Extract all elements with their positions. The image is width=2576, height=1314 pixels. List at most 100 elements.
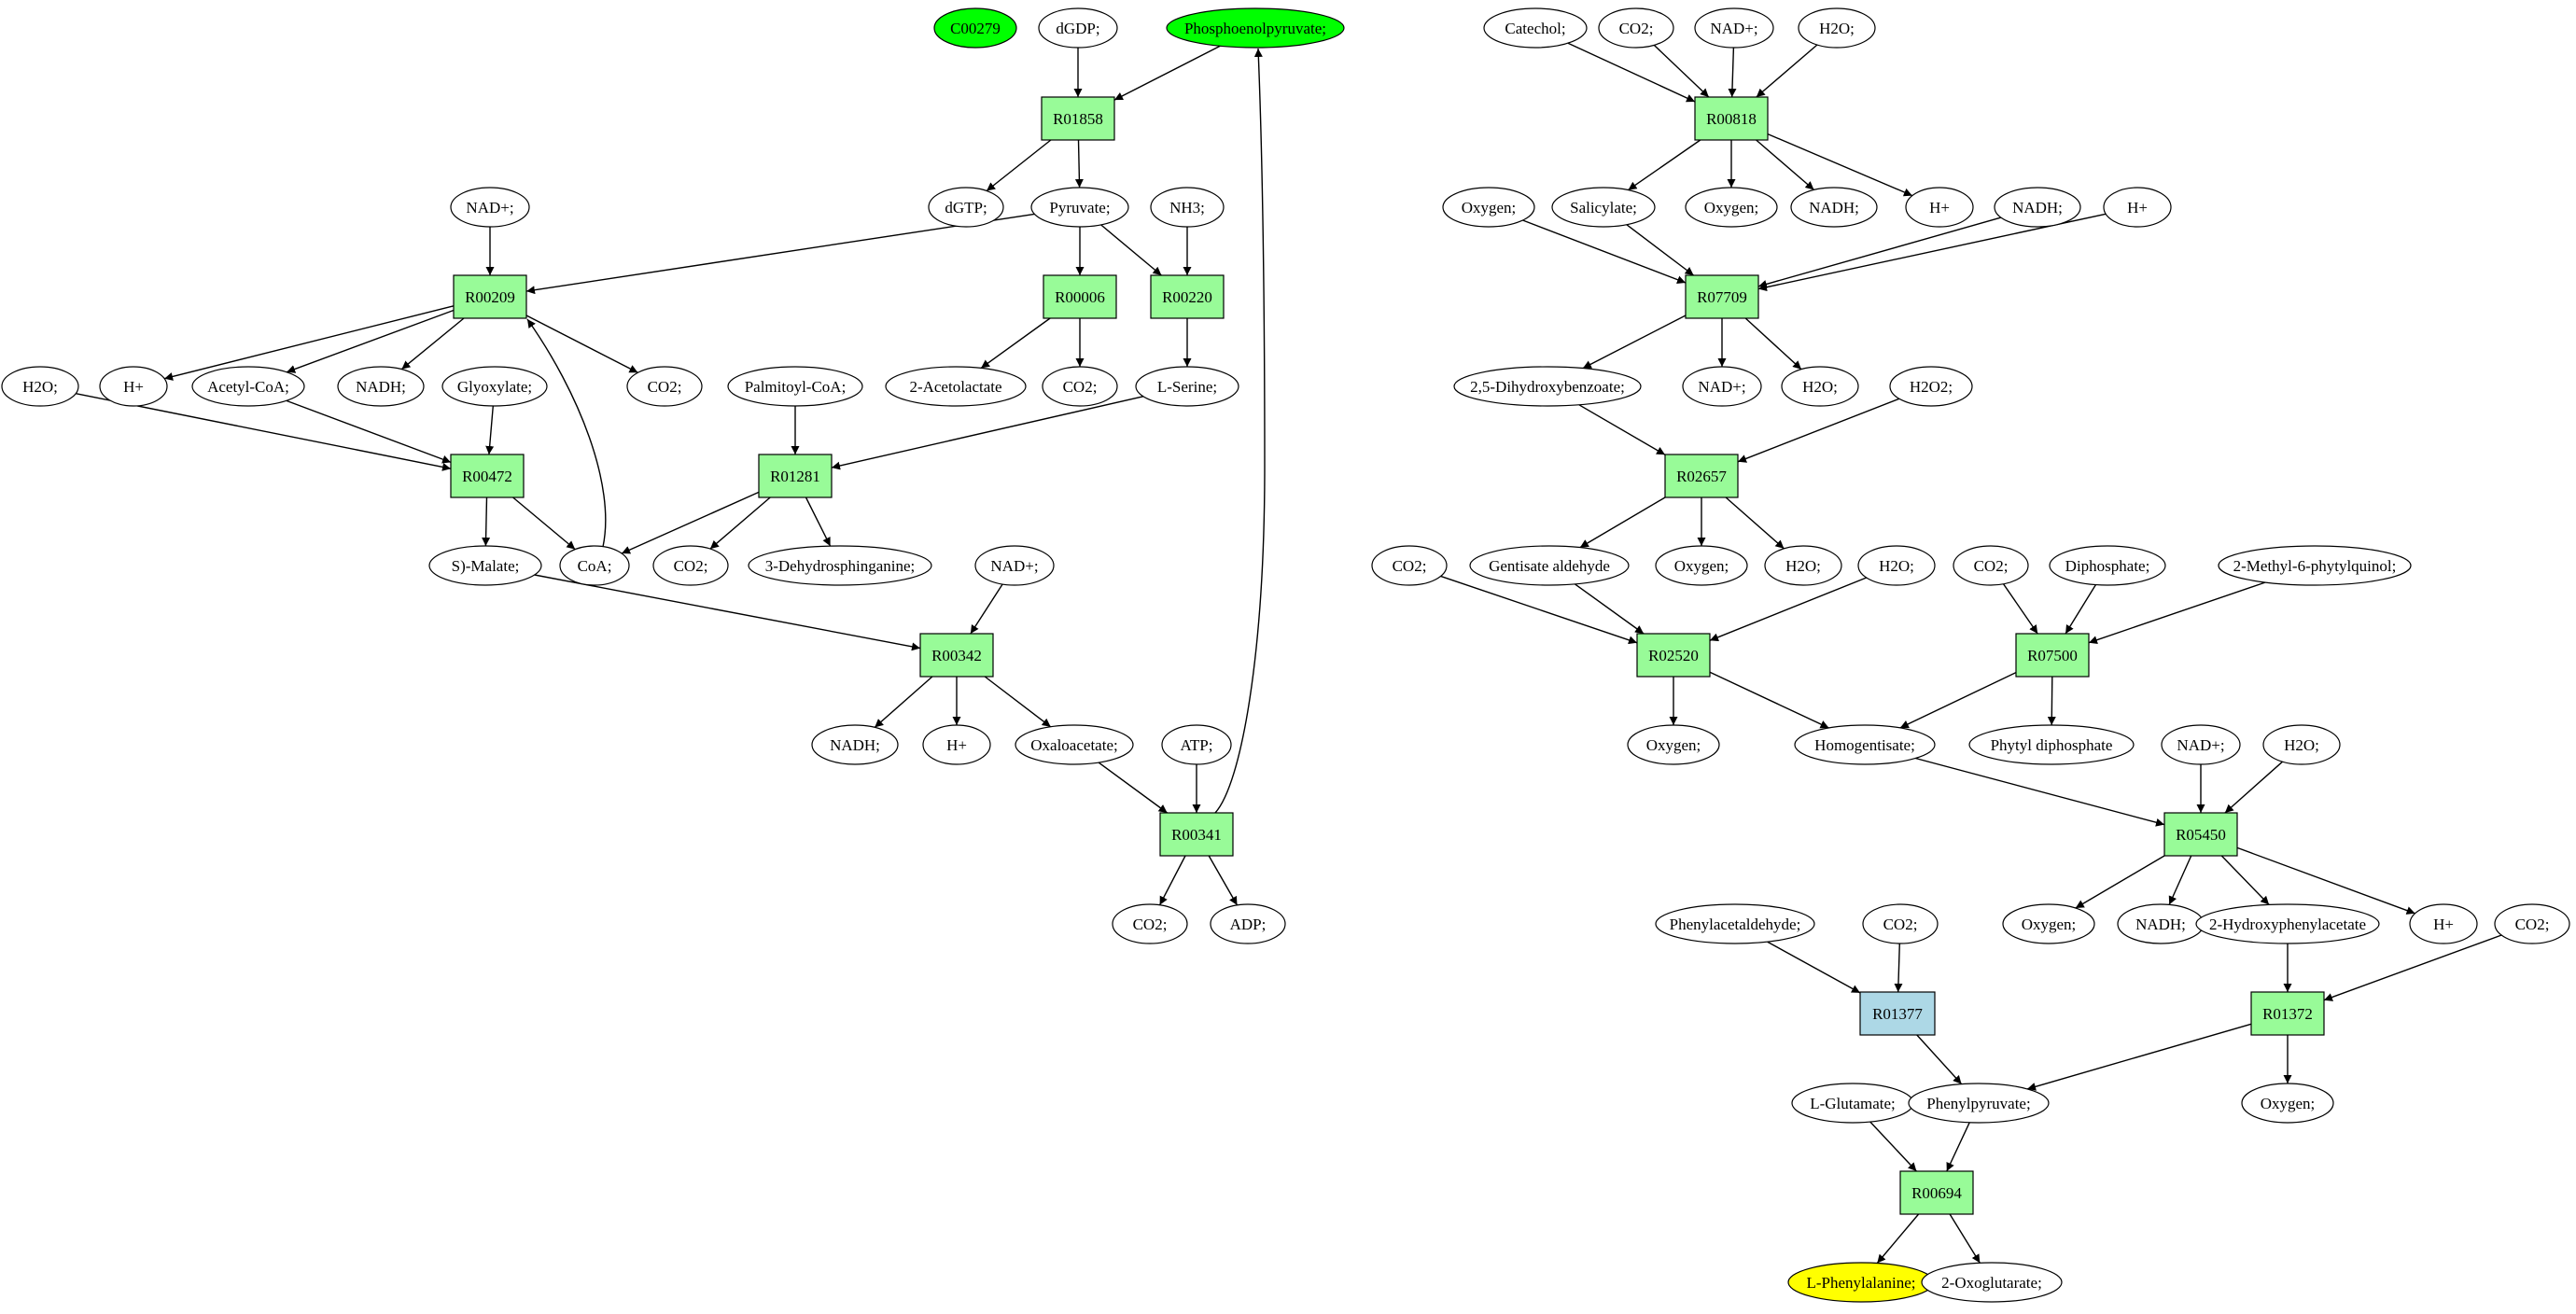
compound-node-phenylacet[interactable]: Phenylacetaldehyde; [1655,903,1815,944]
node-label: NADH; [2012,199,2063,217]
compound-node-pyruvate[interactable]: Pyruvate; [1030,187,1129,228]
reaction-node-r05450[interactable]: R05450 [2163,812,2238,857]
compound-node-h2o2b[interactable]: H2O2; [1889,366,1973,407]
reaction-node-r02657[interactable]: R02657 [1664,454,1739,498]
compound-node-glyox[interactable]: Glyoxylate; [441,366,548,407]
compound-node-oxy1[interactable]: Oxygen; [1442,187,1535,228]
compound-node-acetolac[interactable]: 2-Acetolactate [885,366,1027,407]
compound-node-adp[interactable]: ADP; [1210,903,1286,944]
compound-node-nadp3[interactable]: NAD+; [1694,7,1774,49]
compound-node-mpq[interactable]: 2-Methyl-6-phytylquinol; [2218,545,2412,586]
compound-node-h2o3[interactable]: H2O; [1781,366,1859,407]
compound-node-dgtp[interactable]: dGTP; [928,187,1004,228]
compound-node-nadh1[interactable]: NADH; [337,366,425,407]
compound-node-hpa[interactable]: 2-Hydroxyphenylacetate [2195,903,2380,944]
compound-node-hp3[interactable]: H+ [1905,187,1974,228]
node-label: NH3; [1169,199,1205,217]
node-label: 3-Dehydrosphinganine; [765,557,916,575]
compound-node-dhs[interactable]: 3-Dehydrosphinganine; [748,545,932,586]
reaction-node-r00342[interactable]: R00342 [919,633,994,678]
compound-node-oxy5[interactable]: Oxygen; [2002,903,2095,944]
edge-Phenylacet-to-R01377 [1767,941,1861,994]
compound-node-oxy3[interactable]: Oxygen; [1655,545,1748,586]
compound-node-nadh5[interactable]: NADH; [2117,903,2205,944]
compound-node-serine[interactable]: L-Serine; [1135,366,1239,407]
compound-node-c00279[interactable]: C00279 [933,7,1017,49]
compound-node-oxy4[interactable]: Oxygen; [1627,724,1720,765]
node-label: H+ [123,378,144,396]
compound-node-phytyldp[interactable]: Phytyl diphosphate [1968,724,2135,765]
compound-node-accoa[interactable]: Acetyl-CoA; [191,366,305,407]
node-label: Homogentisate; [1814,736,1915,754]
compound-node-h2o4[interactable]: H2O; [1764,545,1842,586]
compound-node-salicyl[interactable]: Salicylate; [1551,187,1656,228]
compound-node-hp4[interactable]: H+ [2103,187,2172,228]
reaction-node-r01858[interactable]: R01858 [1041,96,1115,141]
compound-node-co2i[interactable]: CO2; [2494,903,2570,944]
reaction-node-r07709[interactable]: R07709 [1685,274,1759,319]
compound-node-oxoglu[interactable]: 2-Oxoglutarate; [1921,1262,2063,1303]
compound-node-nadh3[interactable]: NADH; [1790,187,1878,228]
compound-node-co2h[interactable]: CO2; [1862,903,1939,944]
reaction-box [1685,274,1759,319]
compound-node-nadh2[interactable]: NADH; [811,724,899,765]
compound-node-atp[interactable]: ATP; [1161,724,1232,765]
compound-node-nadp4[interactable]: NAD+; [1682,366,1762,407]
compound-node-dhb[interactable]: 2,5-Dihydroxybenzoate; [1453,366,1642,407]
compound-node-oxy6[interactable]: Oxygen; [2241,1083,2334,1124]
compound-node-oxy2[interactable]: Oxygen; [1685,187,1778,228]
compound-node-co2g[interactable]: CO2; [1953,545,2029,586]
compound-node-co2c[interactable]: CO2; [652,545,729,586]
compound-node-co2b[interactable]: CO2; [1042,366,1118,407]
compound-ellipse [450,187,530,228]
compound-ellipse [1953,545,2029,586]
compound-node-coa[interactable]: CoA; [559,545,630,586]
reaction-box [2163,812,2238,857]
reaction-node-r00341[interactable]: R00341 [1159,812,1234,857]
reaction-box [1150,274,1225,319]
reaction-node-r02520[interactable]: R02520 [1636,633,1711,678]
compound-node-hp2[interactable]: H+ [922,724,991,765]
compound-node-h2o1[interactable]: H2O; [1,366,79,407]
compound-node-nh3[interactable]: NH3; [1150,187,1225,228]
compound-node-hp1[interactable]: H+ [99,366,168,407]
compound-node-nadp2[interactable]: NAD+; [974,545,1055,586]
compound-node-co2f[interactable]: CO2; [1371,545,1448,586]
reaction-node-r01377[interactable]: R01377 [1859,991,1936,1036]
compound-node-h2o2[interactable]: H2O; [1798,7,1876,49]
compound-node-homogent[interactable]: Homogentisate; [1794,724,1936,765]
compound-node-phe[interactable]: L-Phenylalanine; [1787,1262,1935,1303]
compound-node-glu[interactable]: L-Glutamate; [1791,1083,1914,1124]
reaction-node-r01281[interactable]: R01281 [758,454,833,498]
compound-node-nadp5[interactable]: NAD+; [2161,724,2241,765]
reaction-node-r00220[interactable]: R00220 [1150,274,1225,319]
compound-node-h2o6[interactable]: H2O; [2262,724,2341,765]
compound-ellipse [811,724,899,765]
compound-node-catechol[interactable]: Catechol; [1483,7,1588,49]
compound-node-palcoa[interactable]: Palmitoyl-CoA; [727,366,863,407]
reaction-node-r07500[interactable]: R07500 [2015,633,2090,678]
reaction-node-r00818[interactable]: R00818 [1694,96,1769,141]
reaction-node-r00694[interactable]: R00694 [1899,1170,1974,1215]
compound-node-co2a[interactable]: CO2; [626,366,703,407]
compound-node-gentald[interactable]: Gentisate aldehyde [1469,545,1630,586]
compound-ellipse [1968,724,2135,765]
compound-node-nadp1[interactable]: NAD+; [450,187,530,228]
compound-ellipse [428,545,542,586]
compound-node-pep[interactable]: Phosphoenolpyruvate; [1166,7,1345,49]
reaction-node-r01372[interactable]: R01372 [2250,991,2325,1036]
compound-node-dgdp[interactable]: dGDP; [1038,7,1118,49]
compound-node-oaa[interactable]: Oxaloacetate; [1015,724,1134,765]
compound-node-malate[interactable]: S)-Malate; [428,545,542,586]
reaction-node-r00006[interactable]: R00006 [1043,274,1117,319]
compound-node-diphos[interactable]: Diphosphate; [2049,545,2166,586]
compound-node-co2e[interactable]: CO2; [1598,7,1674,49]
compound-node-h2o5[interactable]: H2O; [1857,545,1936,586]
compound-ellipse [1166,7,1345,49]
compound-node-phepyr[interactable]: Phenylpyruvate; [1908,1083,2050,1124]
compound-node-hp5[interactable]: H+ [2409,903,2478,944]
reaction-node-r00209[interactable]: R00209 [453,274,527,319]
reaction-node-r00472[interactable]: R00472 [450,454,525,498]
compound-node-co2d[interactable]: CO2; [1112,903,1188,944]
compound-node-nadh4[interactable]: NADH; [1994,187,2081,228]
